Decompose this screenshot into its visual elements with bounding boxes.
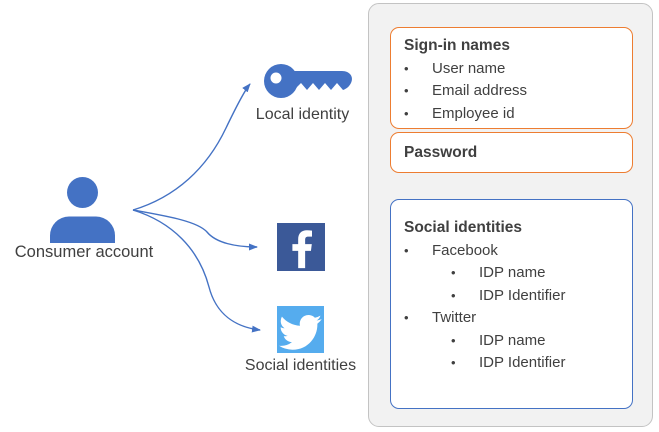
list-item-label: User name	[432, 60, 506, 77]
social-identities-list: • Facebook • IDP name • IDP Identifier •…	[391, 240, 632, 374]
list-item: • Twitter	[391, 307, 632, 329]
list-item: • Email address	[391, 80, 632, 102]
list-item-label: IDP name	[479, 264, 546, 282]
bullet-icon: •	[404, 243, 409, 258]
list-item-label: IDP Identifier	[479, 286, 566, 304]
social-identities-label: Social identities	[244, 357, 357, 374]
social-identities-box: Social identities • Facebook • IDP name …	[390, 199, 633, 409]
password-box: Password	[390, 132, 633, 173]
person-icon	[50, 177, 115, 243]
list-item: • Facebook	[391, 240, 632, 262]
bullet-icon: •	[451, 287, 456, 303]
account-attributes-panel: Sign-in names • User name • Email addres…	[368, 3, 653, 427]
bullet-icon: •	[404, 61, 409, 76]
list-item-label: Facebook	[432, 242, 498, 259]
local-identity-label: Local identity	[255, 106, 350, 123]
bullet-icon: •	[451, 265, 456, 281]
list-item: • IDP Identifier	[391, 352, 632, 374]
signin-names-title: Sign-in names	[404, 37, 510, 54]
list-item-label: Employee id	[432, 104, 515, 122]
social-identities-title: Social identities	[404, 219, 523, 236]
password-title: Password	[404, 144, 478, 161]
signin-names-list: • User name • Email address • Employee i…	[391, 58, 632, 125]
list-item: • Employee id	[391, 103, 632, 125]
arrow-consumer-to-twitter	[132, 209, 261, 333]
arrow-consumer-to-local-identity	[132, 83, 251, 211]
list-item: • User name	[391, 58, 632, 80]
list-item-label: Twitter	[432, 309, 477, 327]
list-item: • IDP Identifier	[391, 285, 632, 307]
signin-names-box: Sign-in names • User name • Email addres…	[390, 27, 633, 129]
arrow-consumer-to-facebook	[132, 209, 258, 251]
facebook-icon	[277, 223, 325, 271]
list-item: • IDP name	[391, 262, 632, 284]
bullet-icon: •	[404, 105, 409, 121]
bullet-icon: •	[404, 83, 409, 99]
list-item: • IDP name	[391, 330, 632, 352]
twitter-icon	[277, 306, 324, 353]
list-item-label: Email address	[432, 82, 528, 100]
consumer-account-label: Consumer account	[14, 243, 154, 261]
bullet-icon: •	[451, 332, 456, 348]
bullet-icon: •	[451, 355, 456, 371]
list-item-label: IDP Identifier	[479, 354, 566, 372]
key-icon	[264, 64, 352, 98]
bullet-icon: •	[404, 310, 409, 326]
list-item-label: IDP name	[479, 331, 546, 349]
